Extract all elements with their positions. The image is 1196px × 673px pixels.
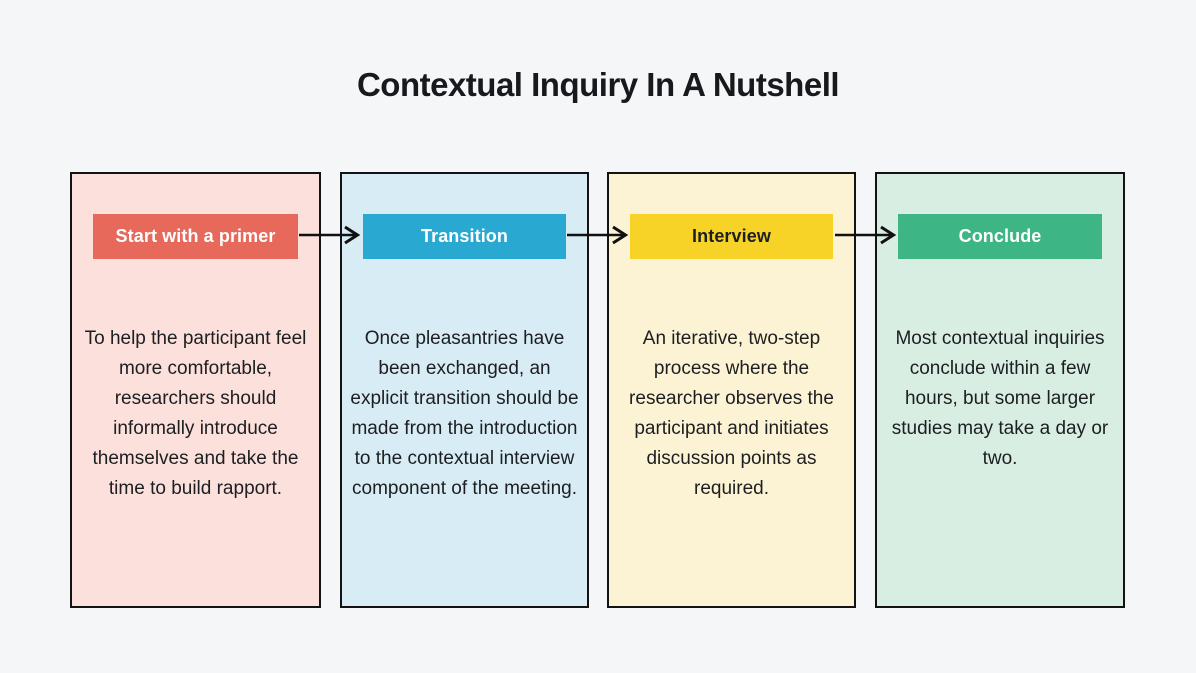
step-badge-start-with-a-primer: Start with a primer (93, 214, 298, 259)
panel-interview: Interview An iterative, two-step process… (607, 172, 856, 608)
panel-body-text: To help the participant feel more comfor… (84, 328, 307, 499)
step-badge-transition: Transition (363, 214, 566, 259)
step-badge-conclude: Conclude (898, 214, 1102, 259)
panel-conclude: Conclude Most contextual inquiries concl… (875, 172, 1125, 608)
step-badge-label: Conclude (958, 226, 1042, 246)
panel-transition: Transition Once pleasantries have been e… (340, 172, 589, 608)
panel-body-text: Most contextual inquiries conclude withi… (891, 328, 1109, 469)
step-badge-label: Transition (420, 226, 508, 246)
arrow-right-icon (835, 225, 897, 245)
panel-start-with-a-primer: Start with a primer To help the particip… (70, 172, 321, 608)
arrow-right-icon (299, 225, 361, 245)
step-badge-interview: Interview (630, 214, 833, 259)
arrow-right-icon (567, 225, 629, 245)
arrow-head (612, 225, 629, 245)
arrow-head (880, 225, 897, 245)
panel-body-text: An iterative, two-step process where the… (629, 328, 834, 499)
arrow-head (344, 225, 361, 245)
step-badge-label: Start with a primer (115, 226, 276, 246)
step-badge-label: Interview (692, 226, 771, 246)
diagram-title: Contextual Inquiry In A Nutshell (356, 66, 840, 103)
panel-body-text: Once pleasantries have been exchanged, a… (350, 328, 579, 499)
